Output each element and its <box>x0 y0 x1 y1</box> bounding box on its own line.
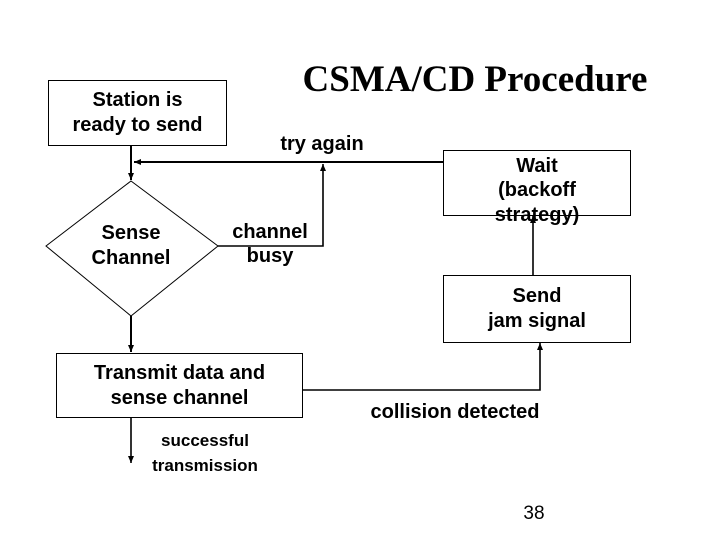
successful-line1: successful <box>161 431 249 450</box>
jam-line2: jam signal <box>488 310 586 332</box>
channel-busy-label: channel busy <box>220 220 320 268</box>
transmit-label: Transmit data and sense channel <box>94 361 265 411</box>
transmission-line2: transmission <box>152 455 258 475</box>
wait-box <box>443 150 631 216</box>
transmit-box: Transmit data and sense channel <box>56 353 303 418</box>
sense-channel-label: Sense Channel <box>76 221 186 271</box>
transmit-line1: Transmit data and <box>93 361 266 384</box>
collision-detected-label: collision detected <box>370 401 540 423</box>
wait-line2: (backoff <box>498 179 576 202</box>
jam-line1: Send <box>512 285 562 307</box>
try-again-label: try again <box>280 133 364 155</box>
slide-title: CSMA/CD Procedure <box>302 59 648 100</box>
channel-busy-line1: channel <box>232 221 308 243</box>
jam-signal-box: Send jam signal <box>443 275 631 343</box>
arrow-collision-detected <box>302 343 543 391</box>
successful-transmission-label: successful transmission <box>140 429 270 478</box>
station-ready-box: Station is ready to send <box>48 80 227 146</box>
jam-signal-label: Send jam signal <box>488 284 586 334</box>
transmit-line2: sense channel <box>110 386 249 409</box>
channel-busy-line2: busy <box>246 245 294 267</box>
wait-line1: Wait <box>516 155 558 177</box>
arrow-channel-busy <box>218 164 326 247</box>
wait-label: Wait (backoff strategy) <box>443 154 631 227</box>
sense-channel-line1: Sense <box>101 222 161 244</box>
page-number: 38 <box>523 503 545 524</box>
station-ready-line2: ready to send <box>72 114 203 136</box>
station-ready-line1: Station is <box>92 89 183 111</box>
wait-line3: strategy) <box>494 203 580 226</box>
station-ready-label: Station is ready to send <box>72 88 202 138</box>
sense-channel-line2: Channel <box>91 247 171 269</box>
